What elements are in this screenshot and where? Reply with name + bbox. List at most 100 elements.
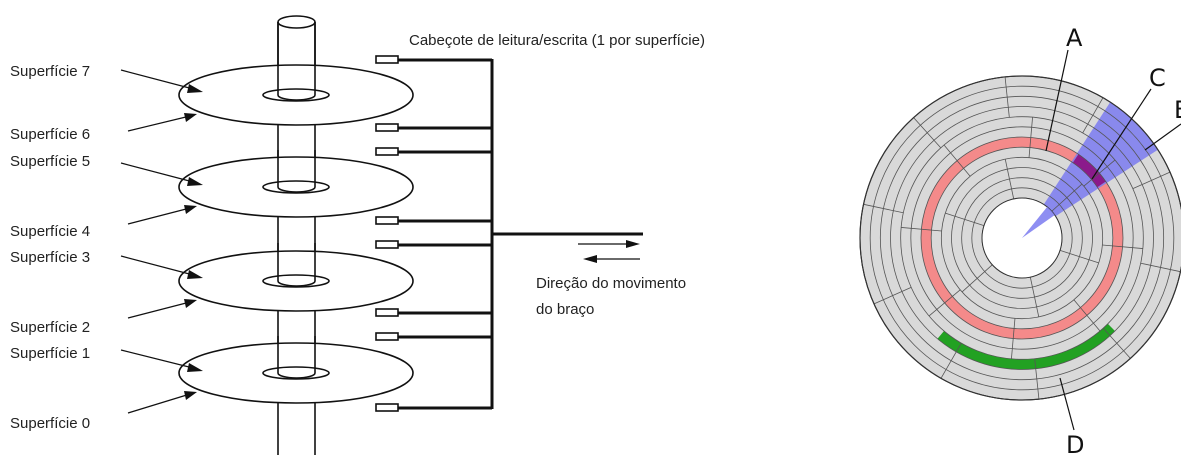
platter-hub (262, 366, 330, 380)
head-label: Cabeçote de leitura/escrita (1 por super… (409, 32, 705, 49)
platter-hub (262, 180, 330, 194)
pointer-line (127, 301, 191, 319)
letter-a: A (1066, 24, 1083, 52)
surface-label-7: Superfície 7 (10, 63, 90, 80)
track-circle (920, 136, 1124, 340)
pointer-d (1059, 377, 1075, 431)
sector-line (1004, 76, 1010, 118)
spindle-line (277, 186, 316, 193)
surface-label-2: Superfície 2 (10, 319, 90, 336)
arrow-head (187, 270, 203, 279)
read-write-head (375, 123, 399, 132)
sector-line (901, 227, 942, 232)
sector-line (928, 289, 961, 317)
letter-c: C (1149, 64, 1166, 92)
pointer-line (120, 349, 198, 370)
arrow-head (187, 363, 203, 372)
pointer-line (127, 207, 191, 225)
track-circle (940, 156, 1104, 320)
sector-line (1102, 327, 1131, 359)
sector-line (1073, 299, 1101, 332)
arrow-right-head (626, 240, 640, 248)
sector-line (961, 264, 993, 293)
spindle-line (277, 280, 316, 287)
platter (178, 64, 414, 126)
sector-line (1034, 358, 1040, 400)
track-circle (890, 106, 1154, 370)
disk-geometry (859, 75, 1181, 401)
platter-hub (262, 88, 330, 102)
sector-line (1051, 183, 1083, 212)
read-write-head (375, 308, 399, 317)
spindle-line (277, 94, 316, 101)
track-circle (879, 95, 1165, 381)
track-circle (930, 146, 1114, 330)
sector-line (913, 117, 942, 149)
surface-label-0: Superfície 0 (10, 415, 90, 432)
arm-direction-label-1: Direção do movimento (536, 275, 686, 292)
platter (178, 342, 414, 404)
direction-arrows (578, 240, 640, 263)
sector-line (1059, 249, 1099, 264)
disk-rim (859, 75, 1181, 401)
track-sector-intersection (1072, 154, 1106, 188)
sector-line (1029, 277, 1040, 317)
sector-line (1004, 159, 1015, 199)
sector-line (863, 203, 904, 214)
letter-pointers (1045, 49, 1181, 431)
sector-line (943, 144, 971, 177)
track-circle (961, 177, 1083, 299)
sector-tip (1022, 206, 1055, 238)
surface-label-5: Superfície 5 (10, 153, 90, 170)
sector-line (1140, 262, 1181, 273)
pointer-c (1091, 88, 1152, 180)
spindle-top (277, 15, 316, 29)
arrow-head (187, 84, 203, 93)
platter-stack (178, 15, 414, 455)
pointer-b (1144, 123, 1181, 151)
track-circle (910, 126, 1134, 350)
arrow-head (184, 113, 197, 122)
sector-line (1102, 244, 1143, 249)
letter-b: B (1174, 96, 1181, 124)
read-write-head (375, 332, 399, 341)
track-circle (951, 167, 1093, 309)
sector-line (1082, 97, 1104, 134)
pointer-line (127, 393, 191, 414)
pointer-line (120, 162, 198, 184)
surface-labels: Superfície 7 Superfície 6 Superfície 5 S… (10, 63, 90, 432)
pointer-line (120, 69, 198, 91)
read-write-head (375, 55, 399, 64)
arrow-head (187, 177, 203, 186)
read-write-head (375, 240, 399, 249)
sector-line (1132, 171, 1171, 190)
read-write-head (375, 403, 399, 412)
sector-line (940, 342, 962, 379)
spindle-line (277, 372, 316, 379)
head-actuator (375, 55, 643, 412)
pointer-a (1045, 49, 1069, 152)
arrow-head (184, 205, 197, 214)
surface-label-6: Superfície 6 (10, 126, 90, 143)
track-circle (869, 85, 1175, 391)
pointer-line (127, 115, 191, 132)
arrow-left-head (583, 255, 597, 263)
sector-line (1011, 318, 1016, 359)
surface-label-1: Superfície 1 (10, 345, 90, 362)
surface-label-4: Superfície 4 (10, 223, 90, 240)
pointer-line (120, 255, 198, 277)
arm-direction-label-2: do braço (536, 301, 594, 318)
arrow-head (184, 391, 197, 400)
track-circle (971, 187, 1073, 289)
sector-line (1083, 159, 1116, 187)
track-circle (900, 116, 1144, 360)
platter-hub (262, 274, 330, 288)
platter (178, 250, 414, 312)
read-write-head (375, 216, 399, 225)
read-write-head (375, 147, 399, 156)
surface-label-3: Superfície 3 (10, 249, 90, 266)
sector-line (945, 212, 985, 227)
surface-pointers (120, 69, 203, 414)
sector-line (1028, 117, 1033, 158)
